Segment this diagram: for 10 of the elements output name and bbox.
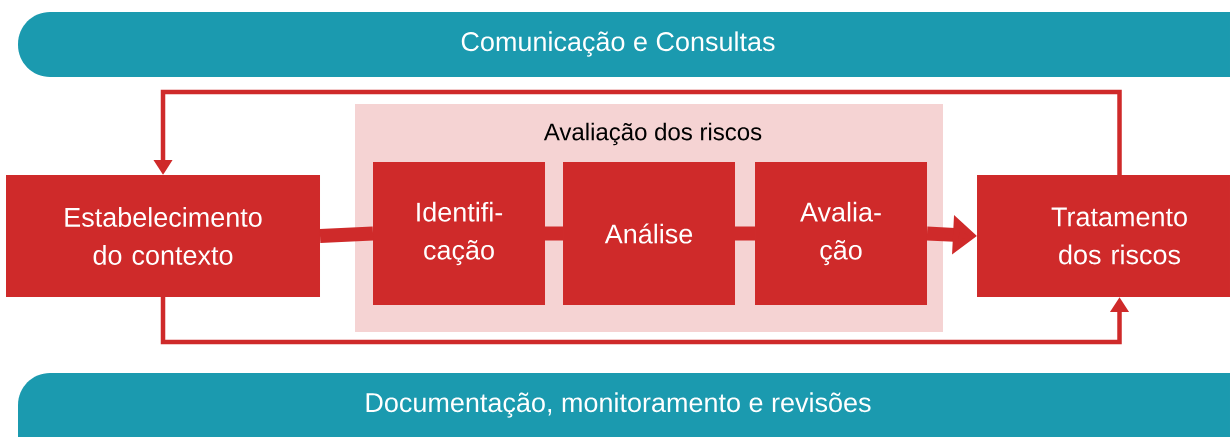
connector-bar	[319, 226, 374, 243]
connector-bar	[735, 226, 755, 241]
process-box: Análise	[563, 162, 735, 305]
banner-band: Comunicação e Consultas	[18, 12, 1230, 77]
process-box: Identifi- cação	[373, 162, 545, 305]
process-box: Avalia- ção	[755, 162, 927, 305]
connector-bar	[545, 226, 563, 241]
banner-band: Documentação, monitoramento e revisões	[18, 373, 1230, 437]
process-box: Tratamento dos riscos	[977, 175, 1230, 297]
process-box: Estabelecimento do contexto	[6, 175, 320, 297]
